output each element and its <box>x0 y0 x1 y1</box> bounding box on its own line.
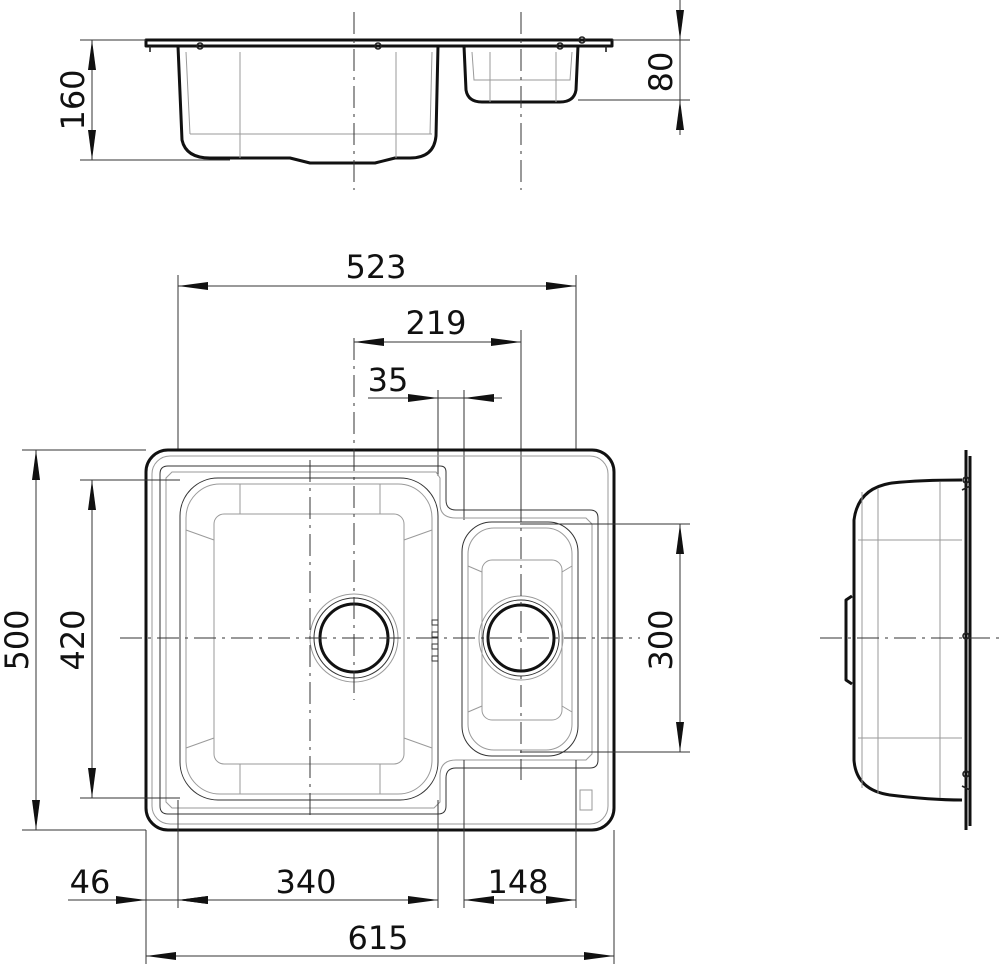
section-view-top: 160 80 <box>54 0 690 190</box>
plan-view <box>120 338 640 832</box>
side-rim <box>964 450 972 830</box>
section-view-side <box>820 450 1000 830</box>
dim-main-bowl-width: 340 <box>275 863 336 901</box>
plan-top-dimensions: 523 219 35 <box>177 248 577 520</box>
rim-profile <box>144 38 614 48</box>
dim-drain-centers: 219 <box>405 304 466 342</box>
dim-main-bowl-depth: 420 <box>54 609 92 670</box>
dim-depth-main-bowl: 160 <box>54 69 92 130</box>
plan-bottom-dimensions: 46 340 148 615 <box>68 760 615 964</box>
dim-overall-width: 615 <box>347 919 408 957</box>
small-bowl <box>461 521 579 757</box>
dim-small-bowl-width: 148 <box>487 863 548 901</box>
overflow-slots <box>431 619 439 662</box>
dim-overall-depth: 500 <box>0 609 36 670</box>
plan-left-dimensions: 500 420 <box>0 449 180 831</box>
dim-bowl-divider: 35 <box>368 361 409 399</box>
plan-right-dimensions: 300 <box>520 523 690 753</box>
sink-outline <box>144 448 616 832</box>
dim-small-bowl-depth: 300 <box>642 609 680 670</box>
dim-depth-small-bowl: 80 <box>642 52 680 93</box>
side-bowl-profile <box>852 478 963 802</box>
deck-contour <box>159 465 599 815</box>
main-bowl <box>179 477 439 801</box>
main-bowl-profile <box>176 45 440 165</box>
side-overflow <box>844 594 853 686</box>
dim-edge-offset: 46 <box>70 863 111 901</box>
dim-bowls-span: 523 <box>345 248 406 286</box>
logo-mark <box>579 789 593 811</box>
